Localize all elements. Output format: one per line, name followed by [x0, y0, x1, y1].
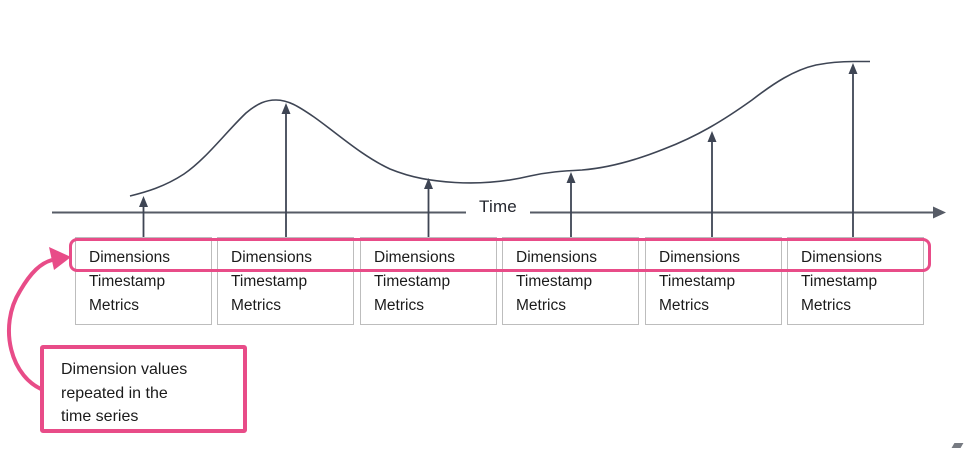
card-timestamp-label: Timestamp — [374, 273, 451, 290]
card-metrics-label: Metrics — [659, 297, 709, 314]
card-metrics-label: Metrics — [516, 297, 566, 314]
card-timestamp-label: Timestamp — [231, 273, 308, 290]
value-arrow-4 — [566, 172, 576, 237]
callout-text-line: time series — [61, 408, 139, 425]
callout-box: Dimension values repeated in the time se… — [40, 345, 247, 433]
value-arrow-2 — [281, 103, 291, 237]
record-card: Dimensions Timestamp Metrics — [787, 237, 924, 325]
value-arrow-6 — [848, 63, 858, 237]
card-dimensions-label: Dimensions — [801, 249, 882, 266]
record-card: Dimensions Timestamp Metrics — [217, 237, 354, 325]
record-card: Dimensions Timestamp Metrics — [75, 237, 212, 325]
callout-text-line: Dimension values — [61, 361, 188, 378]
record-card: Dimensions Timestamp Metrics — [502, 237, 639, 325]
card-metrics-label: Metrics — [89, 297, 139, 314]
card-dimensions-label: Dimensions — [374, 249, 455, 266]
record-card: Dimensions Timestamp Metrics — [645, 237, 782, 325]
card-metrics-label: Metrics — [801, 297, 851, 314]
card-timestamp-label: Timestamp — [516, 273, 593, 290]
value-arrow-3 — [424, 178, 433, 237]
callout-text-line: repeated in the — [61, 384, 168, 402]
time-axis-label: Time — [479, 197, 517, 216]
card-timestamp-label: Timestamp — [659, 273, 736, 290]
axis-right-arrowhead-icon — [933, 206, 946, 219]
card-metrics-label: Metrics — [374, 297, 424, 314]
callout-arrowhead-icon — [49, 247, 71, 270]
time-series-curve — [129, 60, 870, 197]
card-dimensions-label: Dimensions — [231, 249, 312, 266]
card-dimensions-label: Dimensions — [659, 249, 740, 266]
card-timestamp-label: Timestamp — [801, 273, 878, 290]
value-arrow-5 — [707, 131, 717, 237]
card-dimensions-label: Dimensions — [89, 249, 170, 266]
card-dimensions-label: Dimensions — [516, 249, 597, 266]
card-metrics-label: Metrics — [231, 297, 281, 314]
value-arrow-1 — [139, 196, 148, 237]
record-card: Dimensions Timestamp Metrics — [360, 237, 497, 325]
card-timestamp-label: Timestamp — [89, 273, 166, 290]
callout-curved-arrow — [6, 258, 53, 393]
